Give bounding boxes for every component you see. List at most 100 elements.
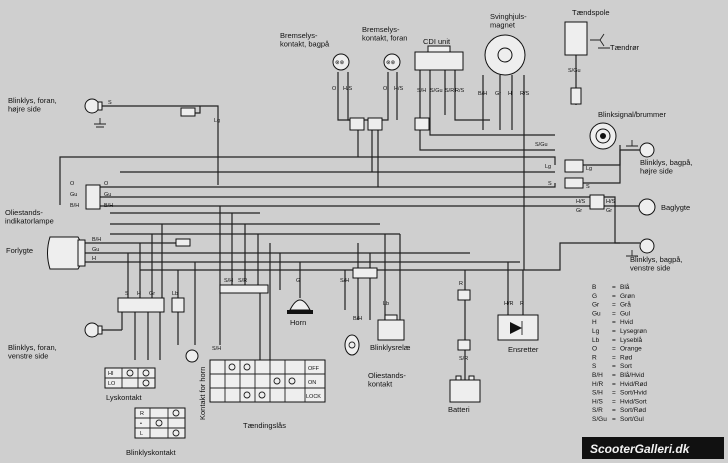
turn-switch-r: R — [140, 411, 144, 417]
legend-equals: = — [612, 337, 616, 344]
svg-text:Lg: Lg — [586, 166, 592, 172]
wire-bundle — [59, 55, 640, 380]
svg-text:O: O — [70, 181, 75, 187]
turn-signal-switch — [134, 407, 186, 439]
headlight-label: Forlygte — [6, 246, 33, 255]
svg-text:⊗⊗: ⊗⊗ — [335, 60, 345, 66]
svg-text:Gu: Gu — [104, 192, 111, 198]
horn-label: Horn — [290, 318, 306, 327]
cdi-unit-label: CDI unit — [423, 37, 451, 46]
legend-meaning: Lysegrøn — [620, 328, 647, 335]
legend-code: S/Gu — [592, 416, 607, 423]
rectifier — [497, 314, 539, 341]
svg-text:Gu: Gu — [92, 247, 99, 253]
tail-light-label: Baglygte — [661, 203, 690, 212]
rear-right-blinker — [626, 140, 655, 158]
front-right-blinker-label: Blinklys, foran,højre side — [8, 96, 57, 114]
legend-equals: = — [612, 416, 616, 423]
svg-text:R: R — [520, 301, 524, 307]
legend-equals: = — [612, 354, 616, 361]
svg-text:S/Gu: S/Gu — [568, 68, 581, 74]
flywheel-magnet — [484, 34, 526, 76]
svg-text:Lg: Lg — [545, 164, 551, 170]
svg-text:S/H: S/H — [224, 278, 233, 284]
svg-text:Lb: Lb — [383, 301, 389, 307]
legend-meaning: Grå — [620, 301, 631, 309]
wire-code-labels: S Lg O Gu B/H O Gu B/H B/H Gu H O H/S O … — [70, 68, 616, 362]
front-left-blinker — [84, 322, 103, 338]
svg-text:Lb: Lb — [172, 291, 178, 297]
legend-equals: = — [612, 372, 616, 379]
connector-blocks — [85, 87, 605, 351]
legend-meaning: Hvid — [620, 319, 633, 326]
legend-meaning: Blå — [620, 283, 630, 291]
flasher-buzzer — [589, 122, 617, 150]
ign-on: ON — [308, 380, 316, 386]
svg-text:B/H: B/H — [478, 91, 487, 97]
light-switch-hi: HI — [108, 371, 114, 377]
oil-level-switch-label: Oliestands-kontakt — [368, 371, 406, 389]
flywheel-magnet-label: Svinghjuls-magnet — [490, 12, 527, 30]
legend-code: B/H — [592, 372, 603, 379]
legend-equals: = — [612, 390, 616, 397]
tail-light — [638, 198, 656, 216]
svg-text:H: H — [508, 91, 512, 97]
svg-text:H/S: H/S — [394, 86, 404, 92]
svg-text:S/H: S/H — [340, 278, 349, 284]
svg-text:⊗⊗: ⊗⊗ — [386, 60, 396, 66]
front-brake-switch: ⊗⊗ — [383, 53, 401, 71]
oil-level-switch — [344, 334, 360, 356]
svg-text:Gu: Gu — [70, 192, 77, 198]
flasher-buzzer-label: Blinksignal/brummer — [598, 110, 666, 119]
front-right-blinker — [84, 98, 106, 128]
svg-text:H/S: H/S — [606, 199, 616, 205]
legend-meaning: Blå/Hvid — [620, 371, 645, 379]
rear-right-blinker-label: Blinklys, bagpå,højre side — [640, 158, 693, 176]
svg-text:O: O — [383, 86, 388, 92]
flasher-relay-label: Blinklysrelæ — [370, 343, 411, 352]
legend-meaning: Sort/Rød — [620, 407, 646, 414]
ignition-switch-label: Tændingslås — [243, 421, 286, 430]
legend-meaning: Sort/Hvid — [620, 390, 647, 397]
legend-meaning: Rød — [620, 354, 633, 361]
ignition-coil — [564, 21, 610, 56]
ign-lock: LOCK — [306, 394, 321, 400]
legend-equals: = — [612, 363, 616, 370]
legend-equals: = — [612, 346, 616, 353]
svg-text:O: O — [332, 86, 337, 92]
legend-code: B — [592, 284, 596, 291]
light-switch-label: Lyskontakt — [106, 393, 142, 402]
legend-code: S/H — [592, 390, 603, 397]
legend-code: S — [592, 363, 597, 370]
svg-text:H/S: H/S — [343, 86, 353, 92]
oil-indicator-label: Oliestands-indikatorlampe — [5, 208, 54, 226]
svg-text:G: G — [296, 278, 300, 284]
legend-equals: = — [612, 284, 616, 291]
svg-text:S/H: S/H — [212, 346, 221, 352]
svg-text:B/H: B/H — [92, 237, 101, 243]
legend-code: Lb — [592, 337, 600, 344]
svg-text:R/S: R/S — [520, 91, 530, 97]
legend-code: H/R — [592, 381, 604, 388]
horn-button-label: Kontakt for horn — [198, 367, 207, 420]
watermark-text: ScooterGalleri.dk — [590, 442, 691, 456]
svg-text:O: O — [104, 181, 109, 187]
battery-label: Batteri — [448, 405, 470, 414]
svg-text:H: H — [92, 256, 96, 262]
svg-text:S/Gu: S/Gu — [430, 88, 443, 94]
legend-equals: = — [612, 407, 616, 414]
svg-text:S/H: S/H — [417, 88, 426, 94]
legend-meaning: Hvid/Rød — [620, 381, 647, 388]
svg-text:B/H: B/H — [104, 203, 113, 209]
legend-equals: = — [612, 381, 616, 388]
front-left-blinker-label: Blinklys, foran,venstre side — [8, 343, 57, 361]
rear-brake-switch-label: Bremselys-kontakt, bagpå — [280, 31, 330, 49]
legend-equals: = — [612, 302, 616, 309]
legend-equals: = — [612, 310, 616, 317]
legend-code: Gu — [592, 310, 601, 317]
legend-meaning: Lyseblå — [620, 336, 643, 344]
legend-code: O — [592, 346, 597, 353]
battery — [449, 375, 481, 403]
horn-button — [185, 349, 199, 363]
